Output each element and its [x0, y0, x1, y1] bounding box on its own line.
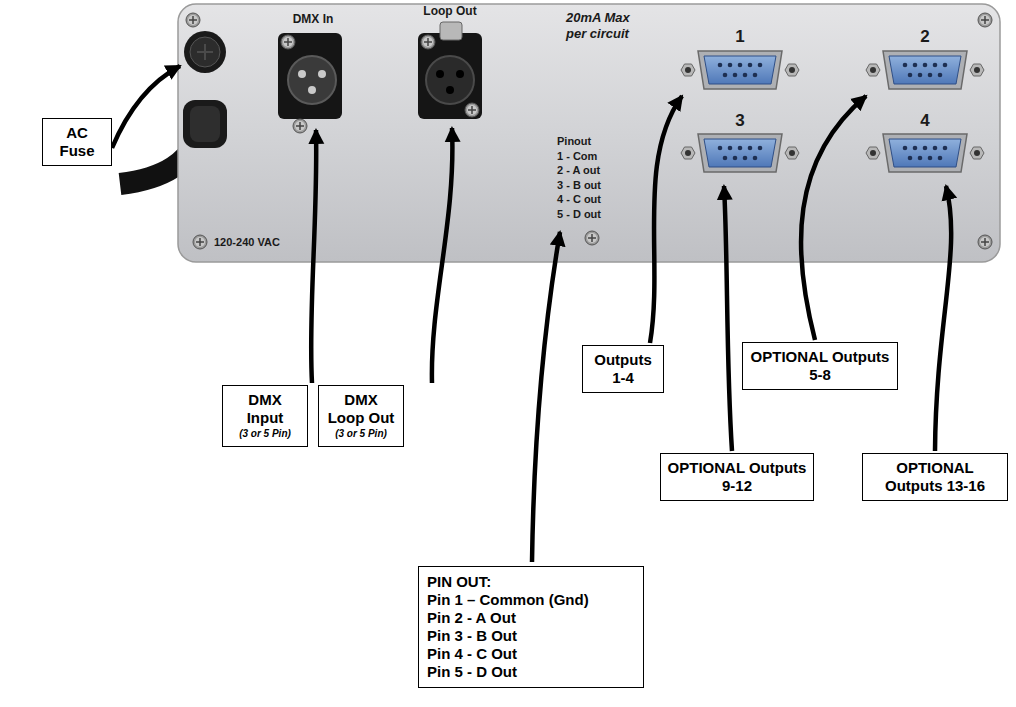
- leader-arrow: [801, 96, 866, 340]
- panel-label: 4 - C out: [557, 192, 601, 206]
- callout-box: Outputs 1-4: [582, 345, 664, 393]
- callout-text: PIN OUT:: [427, 573, 635, 591]
- port-number: 2: [920, 27, 929, 47]
- callout-note: (3 or 5 Pin): [324, 427, 398, 441]
- leader-arrow: [432, 128, 453, 383]
- callout-text: AC Fuse: [48, 124, 106, 160]
- callout-text: Pin 2 - A Out: [427, 609, 635, 627]
- leader-arrow: [724, 186, 732, 451]
- panel-label: 5 - D out: [557, 207, 601, 221]
- callout-box: OPTIONAL Outputs 5-8: [742, 342, 898, 390]
- callout-text: DMX Loop Out: [324, 391, 398, 427]
- panel-label: 20mA Max per circuit: [566, 10, 642, 42]
- callout-text: OPTIONAL Outputs 5-8: [748, 348, 892, 384]
- callout-box: PIN OUT:Pin 1 – Common (Gnd)Pin 2 - A Ou…: [418, 566, 644, 688]
- leader-arrow: [650, 96, 682, 343]
- panel-label: 3 - B out: [557, 178, 601, 192]
- port-number: 3: [735, 111, 744, 131]
- panel-label: 120-240 VAC: [214, 235, 280, 249]
- callout-text: Pin 4 - C Out: [427, 645, 635, 663]
- leader-arrow: [112, 66, 180, 148]
- panel-label: Pinout: [557, 134, 591, 148]
- port-number: 4: [920, 111, 929, 131]
- callout-box: OPTIONAL Outputs 13-16: [862, 453, 1008, 501]
- panel-label: 2 - A out: [557, 163, 600, 177]
- panel-label: DMX In: [293, 12, 334, 27]
- callout-text: DMX Input: [228, 391, 302, 427]
- port-number: 1: [735, 27, 744, 47]
- callout-text: Pin 5 - D Out: [427, 663, 635, 681]
- callout-text: Pin 3 - B Out: [427, 627, 635, 645]
- callout-box: DMX Input(3 or 5 Pin): [222, 385, 308, 447]
- callout-note: (3 or 5 Pin): [228, 427, 302, 441]
- callout-box: DMX Loop Out(3 or 5 Pin): [318, 385, 404, 447]
- callout-text: OPTIONAL Outputs 13-16: [868, 459, 1002, 495]
- panel-label: 1 - Com: [557, 149, 597, 163]
- leader-arrow: [311, 130, 316, 383]
- callout-text: OPTIONAL Outputs 9-12: [666, 459, 808, 495]
- leader-arrow: [935, 186, 951, 451]
- panel-label: Loop Out: [423, 4, 476, 19]
- leader-arrow: [532, 232, 560, 562]
- callout-text: Pin 1 – Common (Gnd): [427, 591, 635, 609]
- callout-box: AC Fuse: [42, 118, 112, 166]
- callout-text: Outputs 1-4: [588, 351, 658, 387]
- callout-box: OPTIONAL Outputs 9-12: [660, 453, 814, 501]
